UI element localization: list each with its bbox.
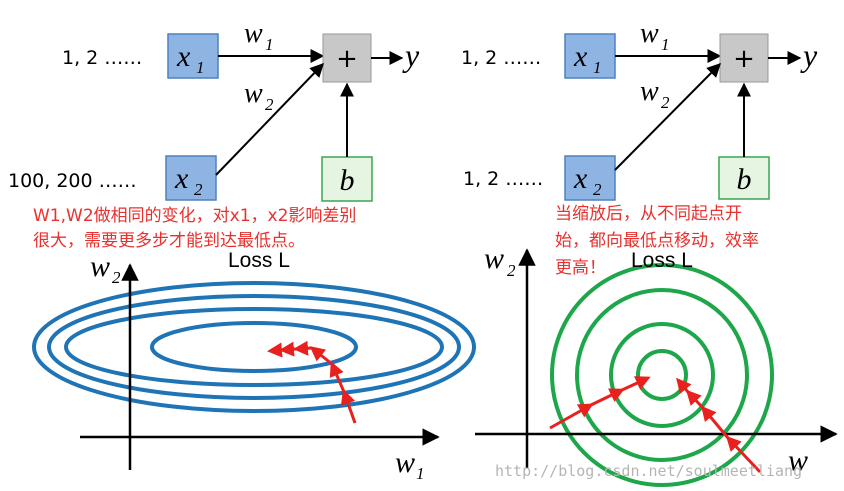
left-bias-label: b: [340, 164, 355, 197]
watermark-text: http://blog.csdn.net/soulmeetliang: [495, 462, 802, 480]
right-sum-label: +: [733, 44, 755, 74]
left-y-axis-symbol: w: [90, 250, 110, 283]
right-w2-sub: 2: [661, 93, 670, 112]
right-x2-box: [564, 155, 616, 201]
left-contour-ring: [64, 307, 444, 387]
right-y-axis-sub: 2: [507, 261, 516, 280]
right-x2-sub: 2: [593, 180, 602, 199]
left-x2-symbol: x: [174, 162, 189, 195]
right-bias-label: b: [737, 163, 752, 196]
right-note-line: 当缩放后，从不同起点开: [555, 204, 742, 224]
right-x2-prefix: 1, 2 ……: [463, 168, 543, 190]
right-contour-ring: [550, 263, 774, 487]
left-plot-title: Loss L: [228, 249, 290, 272]
left-loss-plot: w 2 w 1 Loss L: [32, 249, 476, 483]
left-note-line: W1,W2做相同的变化，对x1，x2影响差别: [33, 206, 356, 226]
left-x1-symbol: x: [176, 40, 191, 73]
left-sum-label: +: [336, 44, 358, 74]
right-step-arrow: [701, 405, 730, 439]
left-step-arrow: [329, 361, 346, 393]
left-x2-prefix: 100, 200 ……: [8, 170, 137, 192]
left-gradient-path: [267, 340, 357, 424]
left-x-axis-sub: 1: [416, 464, 425, 483]
left-x1-box: [167, 33, 219, 79]
left-w1-symbol: w: [244, 18, 263, 49]
right-step-arrow: [590, 388, 625, 407]
right-contour-ring: [609, 322, 715, 428]
left-note: W1,W2做相同的变化，对x1，x2影响差别 很大，需要更多步才能到达最低点。: [33, 206, 356, 251]
right-x2-symbol: x: [573, 162, 588, 195]
right-w1-sub: 1: [661, 35, 670, 54]
right-w2-symbol: w: [640, 76, 659, 107]
right-note-line: 更高！: [555, 258, 606, 278]
right-x1-prefix: 1, 2 ……: [461, 47, 541, 69]
right-contours: [550, 263, 774, 487]
right-note: 当缩放后，从不同起点开 始，都向最低点移动，效率 更高！: [555, 204, 759, 278]
left-step-arrow: [279, 341, 297, 357]
left-contour-ring: [32, 281, 476, 413]
left-x1-prefix: 1, 2 ……: [62, 47, 142, 69]
left-step-arrow: [340, 389, 357, 424]
right-loss-plot: w 2 w Loss L: [475, 242, 838, 487]
left-w2-sub: 2: [265, 95, 274, 114]
right-y-axis-symbol: w: [484, 242, 504, 275]
left-y-axis-sub: 2: [112, 268, 121, 287]
right-x1-symbol: x: [573, 40, 588, 73]
right-step-arrow: [621, 376, 651, 392]
left-w1-sub: 1: [265, 35, 274, 54]
right-step-arrow: [549, 403, 594, 430]
right-gradient-path-a: [549, 376, 651, 430]
left-network: 1, 2 …… x 1 w 1 + y 100, 200 …… x 2 w 2 …: [8, 18, 420, 202]
right-note-line: 始，都向最低点移动，效率: [555, 231, 759, 251]
right-gradient-path-b: [676, 377, 762, 474]
right-w2-edge: [614, 63, 721, 171]
left-x1-sub: 1: [196, 58, 205, 77]
right-x1-box: [564, 33, 616, 79]
left-w2-edge: [215, 62, 324, 176]
left-contour-ring: [47, 294, 461, 400]
left-contour-ring: [150, 321, 358, 373]
right-step-arrow: [676, 377, 692, 395]
left-x2-sub: 2: [194, 180, 203, 199]
left-step-arrow: [309, 346, 333, 366]
right-w1-symbol: w: [640, 18, 659, 49]
left-step-arrow: [267, 342, 283, 358]
right-contour-ring: [636, 349, 688, 401]
left-w2-symbol: w: [244, 78, 263, 109]
right-output-y: y: [800, 37, 818, 73]
right-contour-ring: [575, 288, 749, 462]
left-note-line: 很大，需要更多步才能到达最低点。: [33, 231, 305, 251]
right-network: 1, 2 …… x 1 w 1 + y 1, 2 …… x 2 w 2 b: [461, 18, 818, 201]
left-x2-box: [165, 155, 217, 201]
left-step-arrow: [293, 340, 313, 356]
left-output-y: y: [402, 37, 420, 73]
right-step-arrow: [725, 435, 762, 474]
left-x-axis-symbol: w: [395, 446, 415, 479]
right-sum-node: [719, 33, 769, 83]
right-x-axis-symbol: w: [788, 444, 808, 477]
left-contours: [32, 281, 476, 413]
right-x1-sub: 1: [593, 58, 602, 77]
right-plot-title: Loss L: [631, 249, 693, 272]
right-step-arrow: [685, 389, 705, 410]
